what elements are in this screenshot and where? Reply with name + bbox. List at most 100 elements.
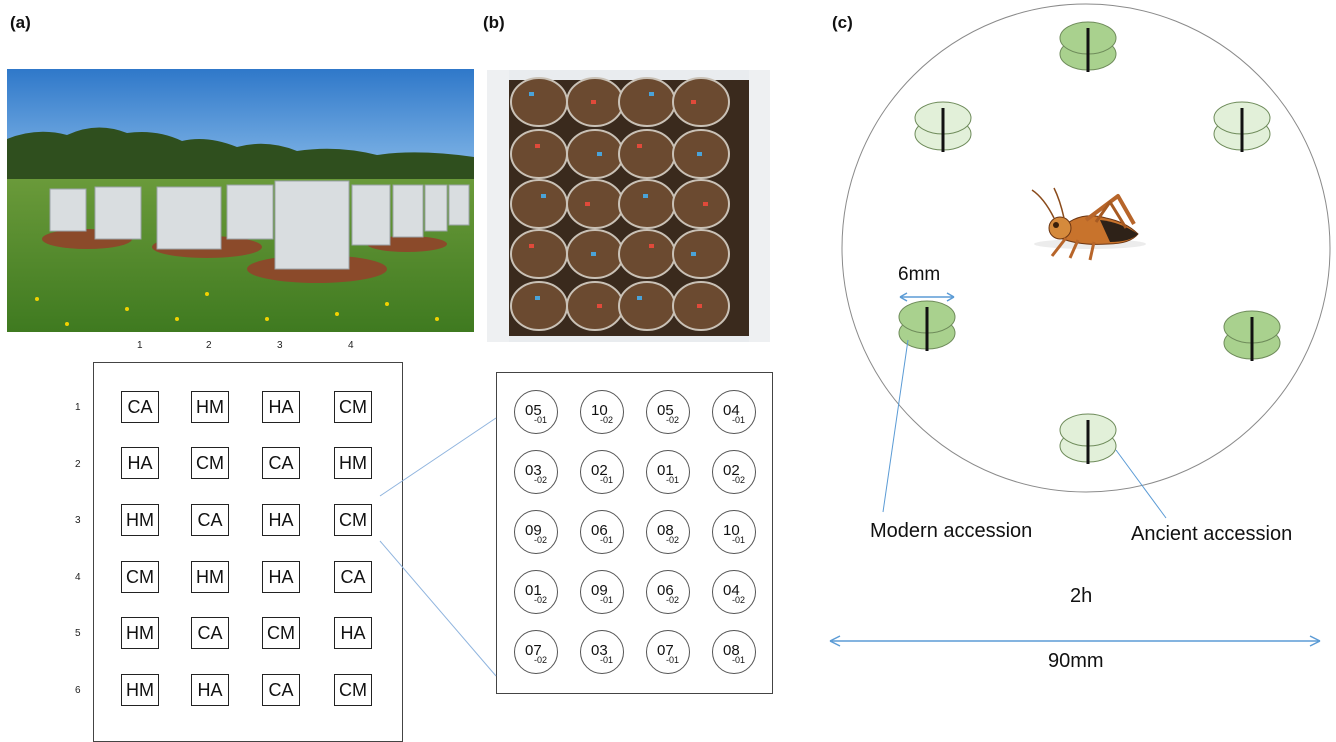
- pot-replicate-number: -02: [666, 595, 680, 605]
- pot-accession-number: 03: [591, 642, 608, 659]
- modern-leaf-disc: [1059, 21, 1117, 72]
- ancient-accession-label: Ancient accession: [1131, 523, 1293, 545]
- pot-replicate-number: -01: [600, 595, 614, 605]
- panel-label-a: (a): [10, 13, 31, 32]
- row-label: 3: [75, 515, 81, 526]
- plot-cell: CM: [191, 447, 229, 479]
- photo-pot: [672, 77, 730, 127]
- photo-tag: [535, 144, 540, 148]
- pot-replicate-number: -01: [600, 475, 614, 485]
- pot-replicate-number: -02: [534, 535, 548, 545]
- connector-lines: [379, 417, 497, 677]
- pot-layout-grid: [496, 372, 773, 694]
- plot-cell: CA: [121, 391, 159, 423]
- photo-tag: [591, 252, 596, 256]
- pot-accession-number: 02: [723, 462, 740, 479]
- pot-replicate-number: -02: [732, 595, 746, 605]
- pot-circle: 09-01: [580, 570, 624, 614]
- photo-tag: [597, 152, 602, 156]
- plot-cell: CA: [262, 674, 300, 706]
- plot-cell: HA: [334, 617, 372, 649]
- pot-circle: 01-02: [514, 570, 558, 614]
- pot-circle: 07-01: [646, 630, 690, 674]
- plot-cell: HM: [191, 561, 229, 593]
- plot-cell: CA: [191, 504, 229, 536]
- photo-tag: [541, 194, 546, 198]
- ancient-leader-line: [1115, 449, 1167, 519]
- ancient-leaf-disc: [1213, 101, 1271, 152]
- pot-circle: 09-02: [514, 510, 558, 554]
- pot-accession-number: 04: [723, 402, 740, 419]
- pot-accession-number: 09: [525, 522, 542, 539]
- plot-cell: HA: [262, 561, 300, 593]
- plot-cell: CM: [334, 504, 372, 536]
- pot-replicate-number: -01: [534, 415, 548, 425]
- plot-cell: HM: [121, 617, 159, 649]
- row-label: 2: [75, 459, 81, 470]
- row-label: 4: [75, 572, 81, 583]
- duration-label: 2h: [1070, 585, 1093, 607]
- photo-tag: [637, 144, 642, 148]
- ancient-leaf-disc: [914, 101, 972, 152]
- pot-replicate-number: -02: [732, 475, 746, 485]
- plot-cell: CM: [334, 674, 372, 706]
- pot-circle: 08-01: [712, 630, 756, 674]
- pot-replicate-number: -01: [600, 655, 614, 665]
- panel-label-c: (c): [832, 13, 853, 32]
- pot-circle: 10-02: [580, 390, 624, 434]
- pot-replicate-number: -02: [534, 475, 548, 485]
- pot-accession-number: 05: [657, 402, 674, 419]
- photo-tag: [529, 244, 534, 248]
- photo-tag: [597, 304, 602, 308]
- pot-accession-number: 09: [591, 582, 608, 599]
- photo-tag: [703, 202, 708, 206]
- pot-replicate-number: -02: [666, 415, 680, 425]
- photo-tag: [649, 92, 654, 96]
- photo-pot: [672, 179, 730, 229]
- pot-circle: 04-01: [712, 390, 756, 434]
- plot-cell: HA: [191, 674, 229, 706]
- modern-accession-label: Modern accession: [870, 520, 1033, 542]
- modern-leaf-disc: [1223, 310, 1281, 361]
- photo-tag: [637, 296, 642, 300]
- pot-accession-number: 08: [657, 522, 674, 539]
- pot-replicate-number: -02: [600, 415, 614, 425]
- plot-cell: HA: [262, 391, 300, 423]
- field-cages-photo: [7, 69, 474, 332]
- pot-replicate-number: -01: [732, 655, 746, 665]
- photo-tag: [697, 304, 702, 308]
- pot-circle: 08-02: [646, 510, 690, 554]
- pot-replicate-number: -01: [732, 535, 746, 545]
- modern-leaf-disc: [898, 300, 956, 351]
- pot-accession-number: 06: [657, 582, 674, 599]
- plot-cell: CM: [121, 561, 159, 593]
- pot-accession-number: 08: [723, 642, 740, 659]
- pot-circle: 02-02: [712, 450, 756, 494]
- ancient-leaf-disc: [1059, 413, 1117, 464]
- pot-accession-number: 05: [525, 402, 542, 419]
- pot-accession-number: 07: [657, 642, 674, 659]
- plot-cell: CA: [191, 617, 229, 649]
- column-label: 1: [137, 340, 143, 351]
- plot-cell: CM: [334, 391, 372, 423]
- plot-cell: HM: [334, 447, 372, 479]
- pot-circle: 01-01: [646, 450, 690, 494]
- pot-circle: 03-02: [514, 450, 558, 494]
- pot-circle: 05-02: [646, 390, 690, 434]
- pot-circle: 04-02: [712, 570, 756, 614]
- pot-replicate-number: -01: [666, 475, 680, 485]
- panel-label-b: (b): [483, 13, 505, 32]
- photo-tag: [697, 152, 702, 156]
- photo-tag: [529, 92, 534, 96]
- pots-photo-illustration: [487, 70, 770, 342]
- pot-circle: 06-01: [580, 510, 624, 554]
- column-label: 4: [348, 340, 354, 351]
- pot-replicate-number: -01: [666, 655, 680, 665]
- pot-accession-number: 03: [525, 462, 542, 479]
- photo-tag: [591, 100, 596, 104]
- photo-tag: [535, 296, 540, 300]
- plot-cell: CM: [262, 617, 300, 649]
- pot-circle: 10-01: [712, 510, 756, 554]
- field-photo-illustration: [7, 69, 474, 332]
- photo-tag: [643, 194, 648, 198]
